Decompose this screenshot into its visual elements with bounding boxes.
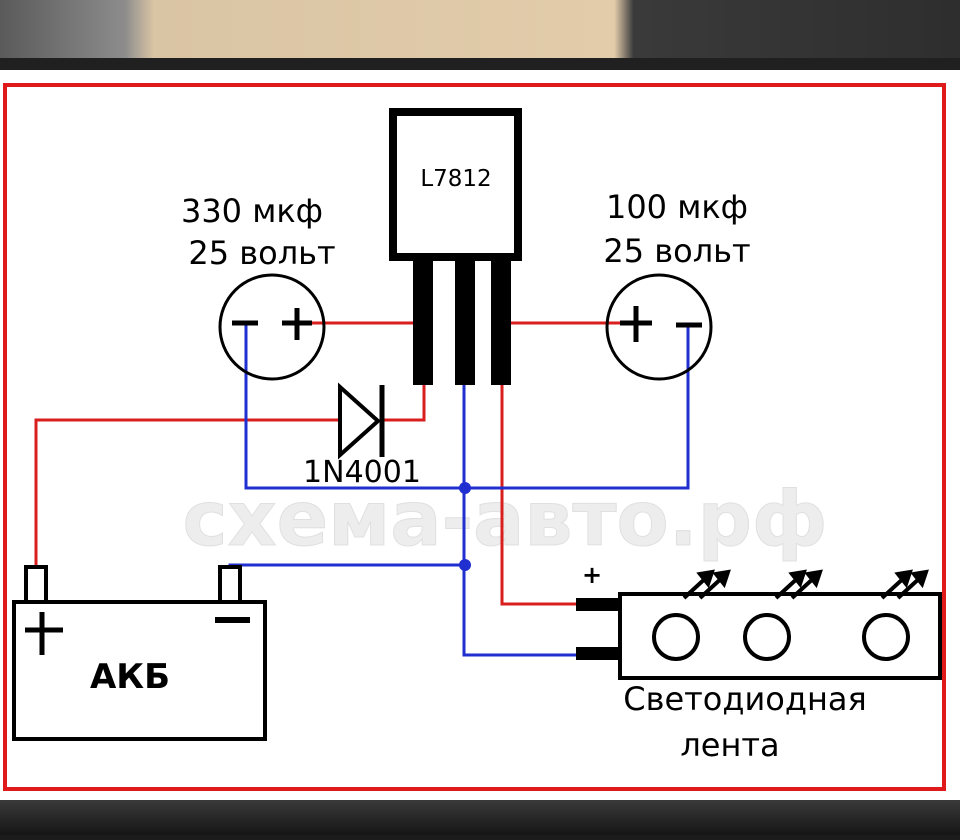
capacitor-input-body [218, 273, 326, 381]
regulator-body [389, 108, 522, 261]
regulator-pin-output [491, 257, 511, 385]
diode-label: 1N4001 [303, 455, 421, 490]
capacitor-output-voltage: 25 вольт [603, 232, 750, 270]
wires-red [34, 321, 636, 606]
regulator-label: L7812 [420, 166, 491, 192]
wire-capout-minus-ground [466, 327, 690, 490]
capacitor-output-body [605, 273, 713, 381]
led-strip-led [743, 613, 791, 661]
led-strip: + Светодиодная лента [576, 561, 942, 764]
led-strip-label-line2: лента [680, 726, 779, 764]
wire-output-to-led-plus [500, 382, 585, 606]
battery-label: АКБ [90, 657, 170, 697]
capacitor-output: 100 мкф 25 вольт [603, 188, 751, 381]
wire-diode-to-input [382, 382, 426, 422]
background-bottom [0, 800, 960, 835]
capacitor-input-voltage: 25 вольт [188, 234, 335, 272]
frame-border [3, 83, 946, 791]
regulator-pin-input [413, 257, 433, 385]
capacitor-input-value: 330 мкф [181, 192, 323, 230]
junction-dot [459, 559, 471, 571]
led-strip-led [652, 613, 700, 661]
led-strip-lead-plus [576, 598, 621, 611]
led-emission-arrows [682, 569, 929, 600]
diode: 1N4001 [303, 382, 421, 490]
battery-terminal-minus [218, 565, 242, 604]
regulator-pin-ground [455, 257, 475, 385]
battery-body [12, 600, 267, 741]
diode-triangle [338, 382, 381, 460]
led-strip-lead-minus [576, 647, 621, 660]
capacitor-output-value: 100 мкф [606, 188, 748, 226]
battery: АКБ [12, 565, 267, 741]
led-strip-label-line1: Светодиодная [623, 680, 867, 718]
junction-dot [459, 482, 471, 494]
led-strip-led [862, 613, 910, 661]
wire-battery-plus-to-diode [34, 418, 340, 566]
battery-terminal-plus [24, 565, 48, 604]
wire-regulator-ground [462, 380, 585, 657]
capacitor-input: 330 мкф 25 вольт [181, 192, 336, 381]
regulator: L7812 [389, 108, 522, 385]
background-top [0, 0, 960, 58]
wire-capin-minus-ground [244, 325, 466, 490]
led-strip-plus-label: + [582, 561, 602, 589]
